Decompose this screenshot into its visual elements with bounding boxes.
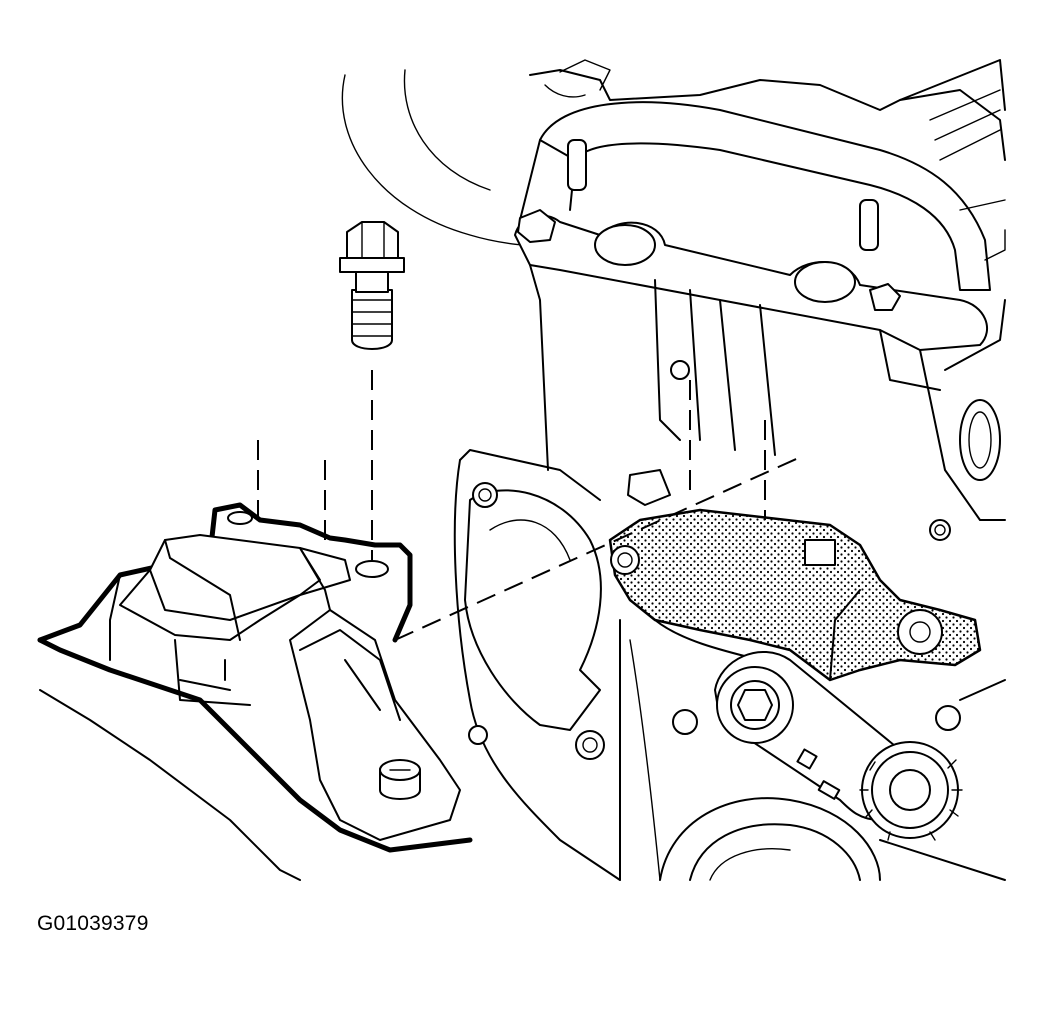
front-cover <box>453 449 698 881</box>
figure-id-label: G01039379 <box>37 912 149 935</box>
engine-mount-bracket <box>608 469 982 682</box>
cylinder-head-flange <box>514 209 989 351</box>
cylinder-block <box>529 199 1006 541</box>
engine-block-outline <box>341 59 1006 251</box>
crank-pulley <box>659 797 881 881</box>
belt-tensioner <box>714 650 1006 881</box>
transmission-mount <box>37 502 473 881</box>
alignment-lines <box>257 370 806 641</box>
mounting-bolt <box>339 221 405 350</box>
engine-mount-diagram <box>37 59 1006 881</box>
intake-manifold <box>519 101 991 291</box>
